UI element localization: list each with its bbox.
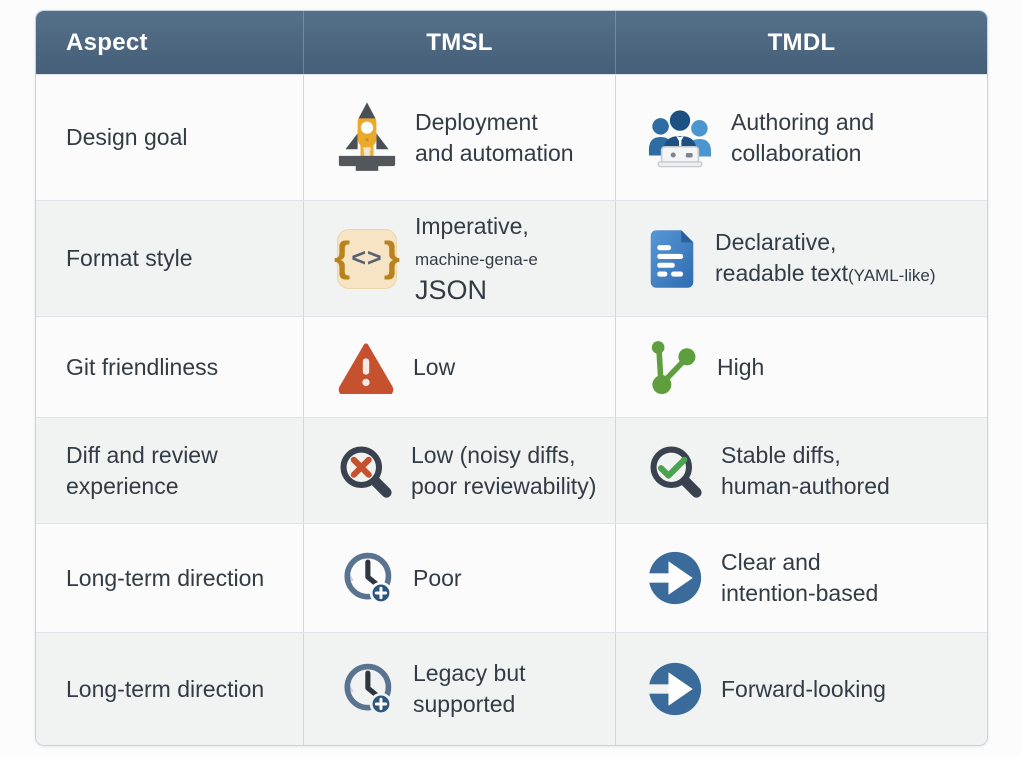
tmsl-cell: Low (noisy diffs, poor reviewability) (303, 418, 615, 523)
tmdl-value: collaboration (731, 139, 862, 166)
tmdl-value: Clear and (721, 549, 821, 575)
clock-plus-icon (337, 660, 395, 718)
tmsl-value: Low (noisy diffs, (411, 441, 576, 468)
tmdl-value: readable text (715, 259, 848, 286)
table-row: Diff and review experience Low (noisy di… (36, 417, 987, 523)
tmsl-cell: Legacy but supported (303, 633, 615, 745)
tmdl-value: Authoring and (731, 108, 875, 135)
tmdl-cell: High (615, 317, 987, 417)
tmdl-value: Forward-looking (721, 675, 886, 702)
magnifier-check-icon (647, 443, 703, 499)
tmdl-value: Stable diffs, (721, 441, 841, 468)
aspect-label: Git friendliness (66, 353, 219, 380)
rocket-icon (337, 101, 397, 175)
tmsl-value-small: machine-gena-e (415, 249, 538, 269)
table-row: Format style {<>} Imperative, machine-ge… (36, 200, 987, 316)
comparison-table: Aspect TMSL TMDL Design goal (35, 10, 988, 746)
tmsl-value: supported (413, 691, 516, 717)
git-branch-icon (647, 338, 699, 396)
tmsl-value: Imperative, (415, 212, 529, 239)
tmsl-value-big: JSON (415, 274, 488, 305)
tmsl-cell: Low (303, 317, 615, 417)
table-row: Git friendliness Low (36, 316, 987, 417)
tmsl-value: Deployment (415, 108, 538, 135)
tmdl-value: human-authored (721, 472, 890, 499)
aspect-label: Diff and review experience (66, 441, 218, 499)
code-braces-icon: {<>} (334, 228, 400, 289)
tmsl-value: and automation (415, 139, 574, 166)
header-tmdl: TMDL (615, 11, 987, 74)
table-header-row: Aspect TMSL TMDL (36, 11, 987, 74)
warning-triangle-icon (337, 340, 395, 394)
header-tmsl: TMSL (303, 11, 615, 74)
header-aspect: Aspect (66, 28, 148, 56)
tmdl-value: Declarative, (715, 228, 837, 255)
aspect-label: Long-term direction (66, 675, 265, 702)
tmsl-cell: {<>} Imperative, machine-gena-e JSON (303, 201, 615, 316)
tmdl-cell: Declarative, readable text(YAML-like) (615, 201, 987, 316)
clock-plus-icon (337, 549, 395, 607)
table-row: Long-term direction Poor (36, 523, 987, 632)
tmsl-cell: Deployment and automation (303, 75, 615, 200)
people-group-icon (647, 106, 713, 170)
tmsl-value: Poor (413, 564, 462, 591)
table-row: Design goal Deployment and aut (36, 74, 987, 200)
document-icon (647, 228, 697, 290)
tmdl-value-small: (YAML-like) (847, 265, 936, 285)
tmsl-cell: Poor (303, 524, 615, 632)
aspect-label: Design goal (66, 124, 188, 150)
magnifier-x-icon (337, 443, 393, 499)
tmdl-cell: Clear and intention-based (615, 524, 987, 632)
arrow-circle-icon (647, 550, 703, 606)
aspect-label: Long-term direction (66, 564, 265, 591)
tmdl-cell: Stable diffs, human-authored (615, 418, 987, 523)
aspect-label: Format style (66, 245, 193, 271)
tmsl-value: Low (413, 353, 456, 380)
tmsl-value: poor reviewability) (411, 472, 597, 499)
tmdl-cell: Forward-looking (615, 633, 987, 745)
tmdl-cell: Authoring and collaboration (615, 75, 987, 200)
tmdl-value: High (717, 353, 765, 380)
table-row: Long-term direction Legacy but supported (36, 632, 987, 745)
tmsl-value: Legacy but (413, 660, 526, 686)
arrow-circle-icon (647, 661, 703, 717)
tmdl-value: intention-based (721, 580, 879, 606)
